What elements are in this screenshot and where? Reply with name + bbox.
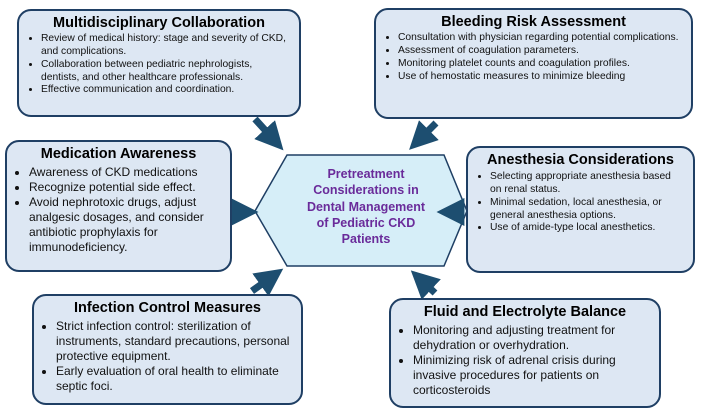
arrow-infection bbox=[249, 268, 284, 297]
list-item: Minimal sedation, local anesthesia, or g… bbox=[490, 197, 685, 223]
center-title-line: Patients bbox=[341, 232, 391, 246]
center-title-line: Considerations in bbox=[313, 183, 419, 198]
medication-awareness-box: Medication Awareness Awareness of CKD me… bbox=[5, 140, 232, 272]
list-item: Collaboration between pediatric nephrolo… bbox=[41, 59, 291, 85]
list-item: Recognize potential side effect. bbox=[29, 180, 222, 195]
box-title: Infection Control Measures bbox=[74, 300, 261, 316]
multidisciplinary-collaboration-box: Multidisciplinary Collaboration Review o… bbox=[17, 9, 301, 117]
list-item: Consultation with physician regarding po… bbox=[398, 32, 683, 45]
list-item: Early evaluation of oral health to elimi… bbox=[56, 364, 293, 394]
list-item: Assessment of coagulation parameters. bbox=[398, 45, 683, 58]
bleeding-risk-box: Bleeding Risk Assessment Consultation wi… bbox=[374, 8, 693, 119]
box-title: Anesthesia Considerations bbox=[487, 152, 674, 168]
list-item: Review of medical history: stage and sev… bbox=[41, 33, 291, 59]
list-item: Strict infection control: sterilization … bbox=[56, 319, 293, 364]
box-title: Multidisciplinary Collaboration bbox=[53, 15, 265, 31]
arrow-fluid bbox=[410, 270, 441, 300]
infection-control-box: Infection Control Measures Strict infect… bbox=[32, 294, 303, 405]
anesthesia-considerations-box: Anesthesia Considerations Selecting appr… bbox=[466, 146, 695, 273]
list-item: Monitoring platelet counts and coagulati… bbox=[398, 58, 683, 71]
box-title: Medication Awareness bbox=[40, 146, 197, 162]
center-title-line: of Pediatric CKD bbox=[316, 215, 416, 230]
center-title-line: Dental Management bbox=[306, 199, 426, 214]
list-item: Effective communication and coordination… bbox=[41, 84, 291, 97]
arrow-bleeding bbox=[409, 120, 439, 150]
center-title: Pretreatment Considerations in Dental Ma… bbox=[285, 166, 447, 247]
list-item: Use of amide-type local anesthetics. bbox=[490, 222, 685, 235]
list-item: Minimizing risk of adrenal crisis during… bbox=[413, 353, 651, 398]
center-title-line: Pretreatment bbox=[327, 167, 405, 181]
box-title: Bleeding Risk Assessment bbox=[441, 14, 626, 30]
list-item: Awareness of CKD medications bbox=[29, 165, 222, 180]
list-item: Selecting appropriate anesthesia based o… bbox=[490, 171, 685, 197]
box-title: Fluid and Electrolyte Balance bbox=[423, 304, 627, 320]
list-item: Use of hemostatic measures to minimize b… bbox=[398, 71, 683, 84]
list-item: Monitoring and adjusting treatment for d… bbox=[413, 323, 651, 353]
arrow-multidisciplinary bbox=[252, 116, 284, 151]
list-item: Avoid nephrotoxic drugs, adjust analgesi… bbox=[29, 195, 222, 255]
fluid-electrolyte-box: Fluid and Electrolyte Balance Monitoring… bbox=[389, 298, 661, 408]
